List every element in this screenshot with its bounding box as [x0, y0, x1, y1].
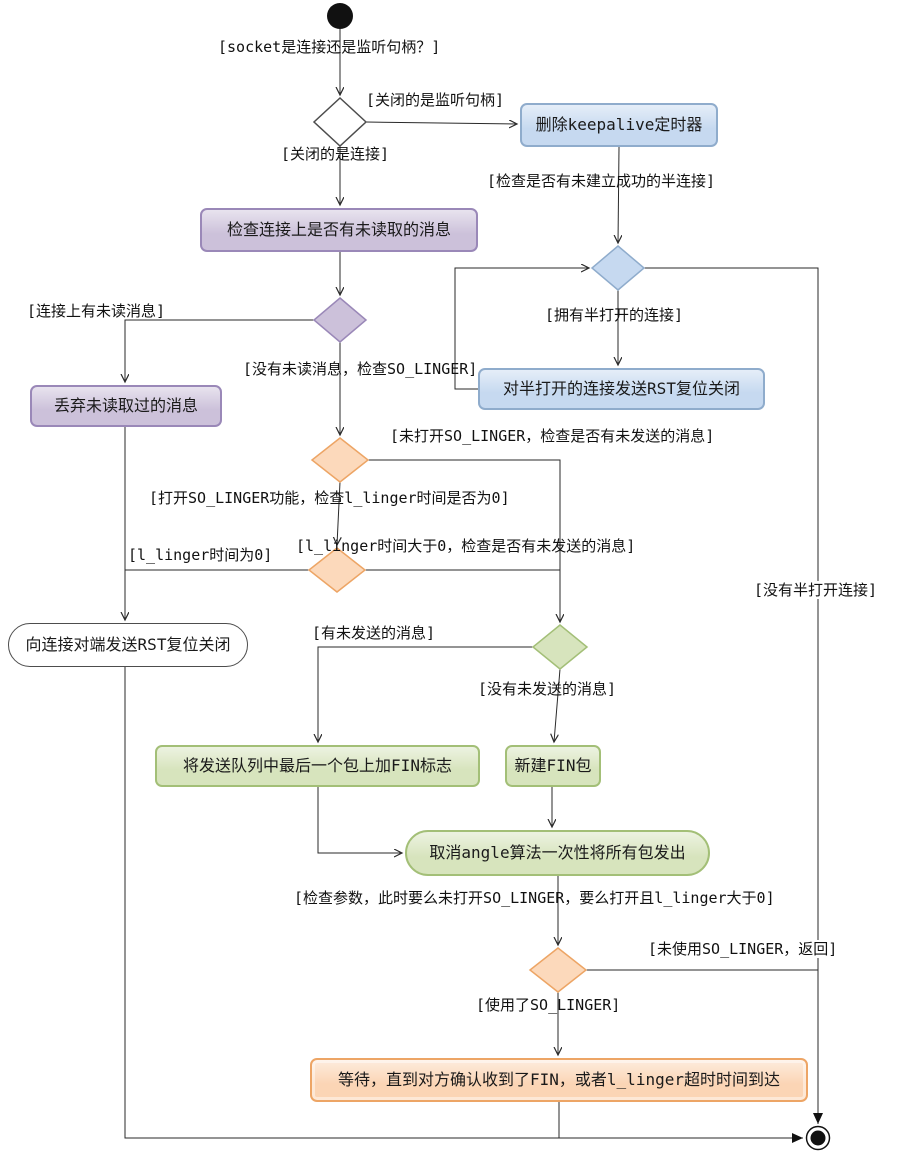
edge-label-has-half-open: [拥有半打开的连接]	[545, 306, 684, 324]
decision-half-open-connections	[590, 245, 646, 291]
edge-to-l-linger-decision	[337, 481, 340, 545]
edge-keepalive-to-half-open-decision	[618, 146, 619, 243]
edge-label-llinger-gt-zero: [l_linger时间大于0，检查是否有未发送的消息]	[296, 537, 636, 555]
edge-label-linger-used: [使用了SO_LINGER]	[476, 996, 621, 1014]
edge-label-linger-on-check-llinger: [打开SO_LINGER功能，检查l_linger时间是否为0]	[149, 489, 510, 507]
edge-label-no-unread-check-linger: [没有未读消息，检查SO_LINGER]	[243, 360, 478, 378]
edge-label-no-half-open: [没有半打开连接]	[752, 581, 880, 599]
node-add-fin-flag-last-packet: 将发送队列中最后一个包上加FIN标志	[155, 745, 480, 787]
decision-l-linger-zero	[307, 547, 367, 593]
edge-rst-peer-to-end	[124, 667, 803, 1143]
decision-unsent-messages	[531, 624, 589, 670]
node-wait-fin-ack-or-timeout: 等待，直到对方确认收到了FIN，或者l_linger超时时间到达	[310, 1058, 808, 1102]
edge-label-closing-connection: [关闭的是连接]	[281, 145, 390, 163]
node-check-unread-messages: 检查连接上是否有未读取的消息	[200, 208, 478, 252]
edge-no-half-open-to-end	[644, 267, 823, 1124]
decision-unread-messages	[312, 297, 368, 343]
start-node	[327, 3, 353, 29]
node-send-rst-half-open: 对半打开的连接发送RST复位关闭	[478, 368, 765, 410]
node-delete-keepalive-timer: 删除keepalive定时器	[520, 103, 718, 147]
edge-label-socket-type-question: [socket是连接还是监听句柄？]	[218, 38, 441, 56]
edge-to-discard-unread	[125, 319, 314, 382]
edge-add-fin-to-send-all	[317, 787, 402, 853]
edge-label-linger-off-check-unsent: [未打开SO_LINGER，检查是否有未发送的消息]	[390, 427, 715, 445]
edge-label-has-unsent: [有未发送的消息]	[312, 624, 436, 642]
decision-so-linger	[310, 437, 370, 483]
edge-label-has-unread: [连接上有未读消息]	[27, 302, 166, 320]
node-send-rst-to-peer: 向连接对端发送RST复位关闭	[8, 623, 248, 667]
edge-label-closing-listening-handle: [关闭的是监听句柄]	[366, 91, 505, 109]
edge-to-create-fin	[554, 668, 561, 742]
node-cancel-nagle-send-all: 取消angle算法一次性将所有包发出	[405, 830, 710, 876]
edge-label-llinger-zero: [l_linger时间为0]	[128, 546, 273, 564]
edge-label-linger-unused-return: [未使用SO_LINGER，返回]	[646, 940, 840, 958]
edge-to-add-fin-flag	[318, 646, 533, 742]
edge-label-check-params: [检查参数，此时要么未打开SO_LINGER，要么打开且l_linger大于0]	[294, 889, 775, 907]
edge-to-delete-keepalive	[365, 122, 517, 124]
edge-label-no-unsent: [没有未发送的消息]	[478, 680, 617, 698]
decision-socket-type	[312, 96, 368, 148]
edge-label-check-half-open: [检查是否有未建立成功的半连接]	[487, 172, 716, 190]
node-create-fin-packet: 新建FIN包	[505, 745, 601, 787]
edge-so-linger-off-to-unsent-decision	[368, 459, 560, 622]
end-node-core	[810, 1130, 826, 1146]
node-discard-unread-messages: 丢弃未读取过的消息	[30, 385, 222, 427]
edge-rst-half-open-loop-back	[454, 268, 589, 390]
decision-so-linger-used	[528, 947, 588, 993]
